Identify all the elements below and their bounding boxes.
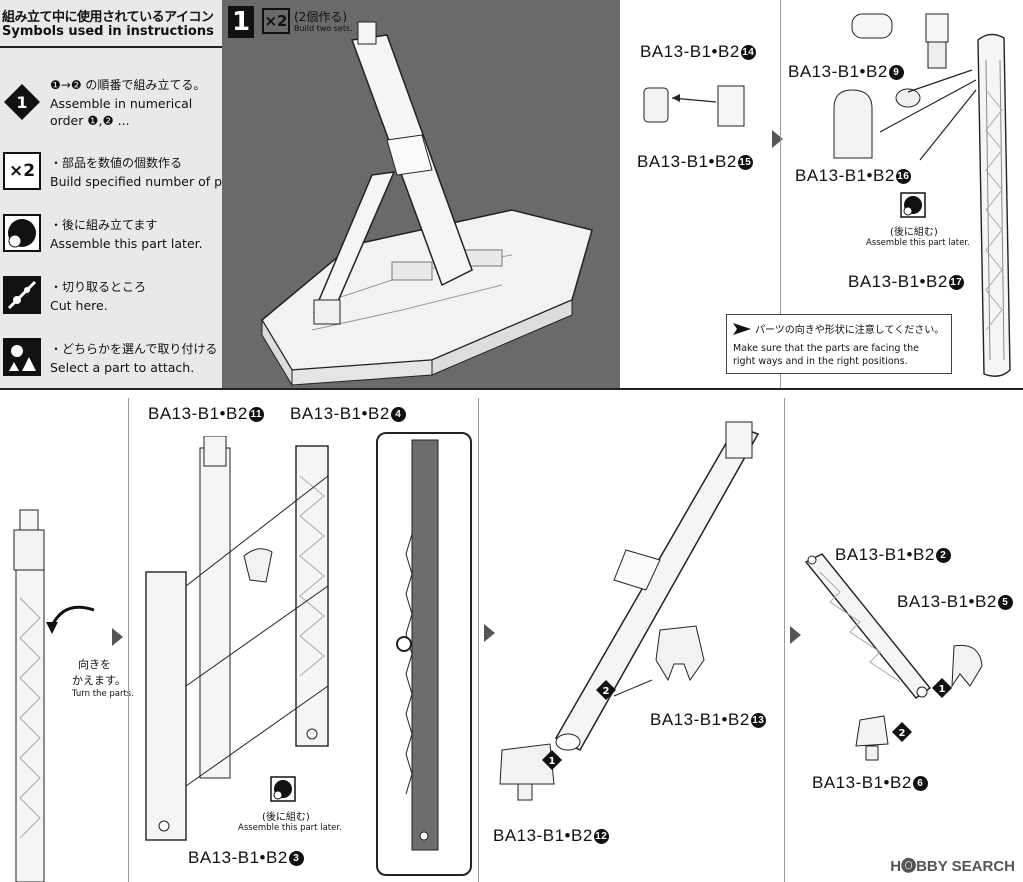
rail-assembly-drawing (145, 436, 329, 841)
step-assembled-illustration (222, 0, 620, 388)
highlighted-rail-drawing (396, 439, 439, 851)
part-6-drawing: 2 (855, 715, 912, 761)
legend-row-later: ・後に組み立てます Assemble this part later. (0, 212, 222, 262)
column-divider (128, 398, 129, 882)
legend-row-numbered-en1: Assemble in numerical (50, 96, 193, 111)
column-part-drawing (554, 421, 760, 751)
step-2-label: 2 (603, 686, 610, 697)
cut-here-icon (3, 276, 41, 314)
parts-9-16-drawing (851, 13, 949, 108)
part-17-rail-drawing (977, 33, 1011, 377)
icon-legend-panel: 組み立て中に使用されているアイコン Symbols used in instru… (0, 0, 250, 390)
completed-stand-drawing (261, 21, 593, 387)
step-1-label-b: 1 (939, 684, 946, 695)
legend-title-jp: 組み立て中に使用されているアイコン (2, 10, 214, 25)
legend-row-numbered: 1 ❶→❷ の順番で組み立てる。 Assemble in numerical o… (0, 78, 222, 138)
part-12-drawing: 1 (499, 743, 562, 801)
orientation-notice-jp: パーツの向きや形状に注意してください。 (755, 325, 945, 336)
part-16-drawing (833, 89, 873, 159)
legend-row-cut-jp: ・切り取るところ (50, 280, 147, 294)
orientation-notice-en1: Make sure that the parts are facing the (733, 343, 920, 354)
parts-14-15-drawing (643, 85, 745, 127)
step-count-en: Build two sets. (294, 24, 353, 33)
assembly-arrows-top (880, 69, 977, 161)
flow-arrow (484, 624, 495, 642)
legend-row-select: ・どちらかを選んで取り付ける Select a part to attach. (0, 336, 222, 386)
arm-part-drawing (804, 553, 932, 699)
legend-row-cut: ・切り取るところ Cut here. (0, 274, 222, 324)
legend-row-numbered-en2: order ❶,❷ ... (50, 113, 130, 128)
later-note-jp-top: (後に組む) (890, 227, 938, 238)
numbered-order-icon: 1 (4, 84, 40, 120)
step-count-badge: ×2 (262, 8, 290, 34)
legend-title-en: Symbols used in instructions (2, 24, 214, 39)
step-number: 1 (228, 6, 254, 38)
flow-arrow (772, 130, 783, 148)
assemble-later-icon (270, 776, 296, 802)
turn-note-jp2: かえます。 (72, 674, 126, 687)
legend-row-numbered-jp: ❶→❷ の順番で組み立てる。 (50, 78, 206, 92)
watermark-logo: H🅞BBY SEARCH (890, 858, 1015, 875)
step-count-jp: (2個作る) (294, 10, 347, 24)
assemble-later-icon (900, 192, 926, 218)
step-2-marker: 2 (596, 679, 653, 700)
later-note-en-top: Assemble this part later. (866, 238, 970, 248)
legend-divider (0, 46, 222, 48)
column-divider (478, 398, 479, 882)
legend-row-later-en: Assemble this part later. (50, 236, 203, 251)
legend-row-later-jp: ・後に組み立てます (50, 218, 158, 232)
highlighted-rail-box (376, 432, 472, 876)
part-13-drawing (655, 625, 705, 682)
orientation-notice-en2: right ways and in the right positions. (733, 356, 908, 367)
turn-arrow-icon (46, 605, 95, 634)
section-divider (0, 388, 1023, 390)
legend-row-select-en: Select a part to attach. (50, 360, 195, 375)
turn-note-jp1: 向きを (78, 658, 111, 671)
legend-row-count-jp: ・部品を数値の個数作る (50, 156, 183, 170)
build-count-icon: ×2 (3, 152, 41, 190)
assemble-later-icon (3, 214, 41, 252)
flow-arrow (112, 628, 123, 646)
step-1-label: 1 (549, 756, 556, 767)
legend-row-cut-en: Cut here. (50, 298, 108, 313)
turn-note-en: Turn the parts. (72, 689, 134, 699)
svg-text:1: 1 (16, 93, 27, 112)
legend-row-count: ×2 ・部品を数値の個数作る Build specified number of… (0, 150, 250, 200)
legend-row-select-jp: ・どちらかを選んで取り付ける (50, 342, 218, 356)
legend-row-count-en: Build specified number of parts. (50, 174, 251, 189)
turned-rail-drawing (13, 509, 45, 882)
later-note-en-bottom: Assemble this part later. (238, 823, 342, 833)
step-2-label-b: 2 (899, 728, 906, 739)
later-note-jp-bottom: (後に組む) (262, 812, 310, 823)
column-divider (780, 0, 781, 388)
flow-arrow (790, 626, 801, 644)
orientation-notice-box: パーツの向きや形状に注意してください。 Make sure that the p… (726, 314, 952, 374)
part-5-drawing: 1 (932, 644, 983, 698)
orientation-arrow-icon (733, 323, 751, 335)
column-divider (784, 398, 785, 882)
select-part-icon (3, 338, 41, 376)
